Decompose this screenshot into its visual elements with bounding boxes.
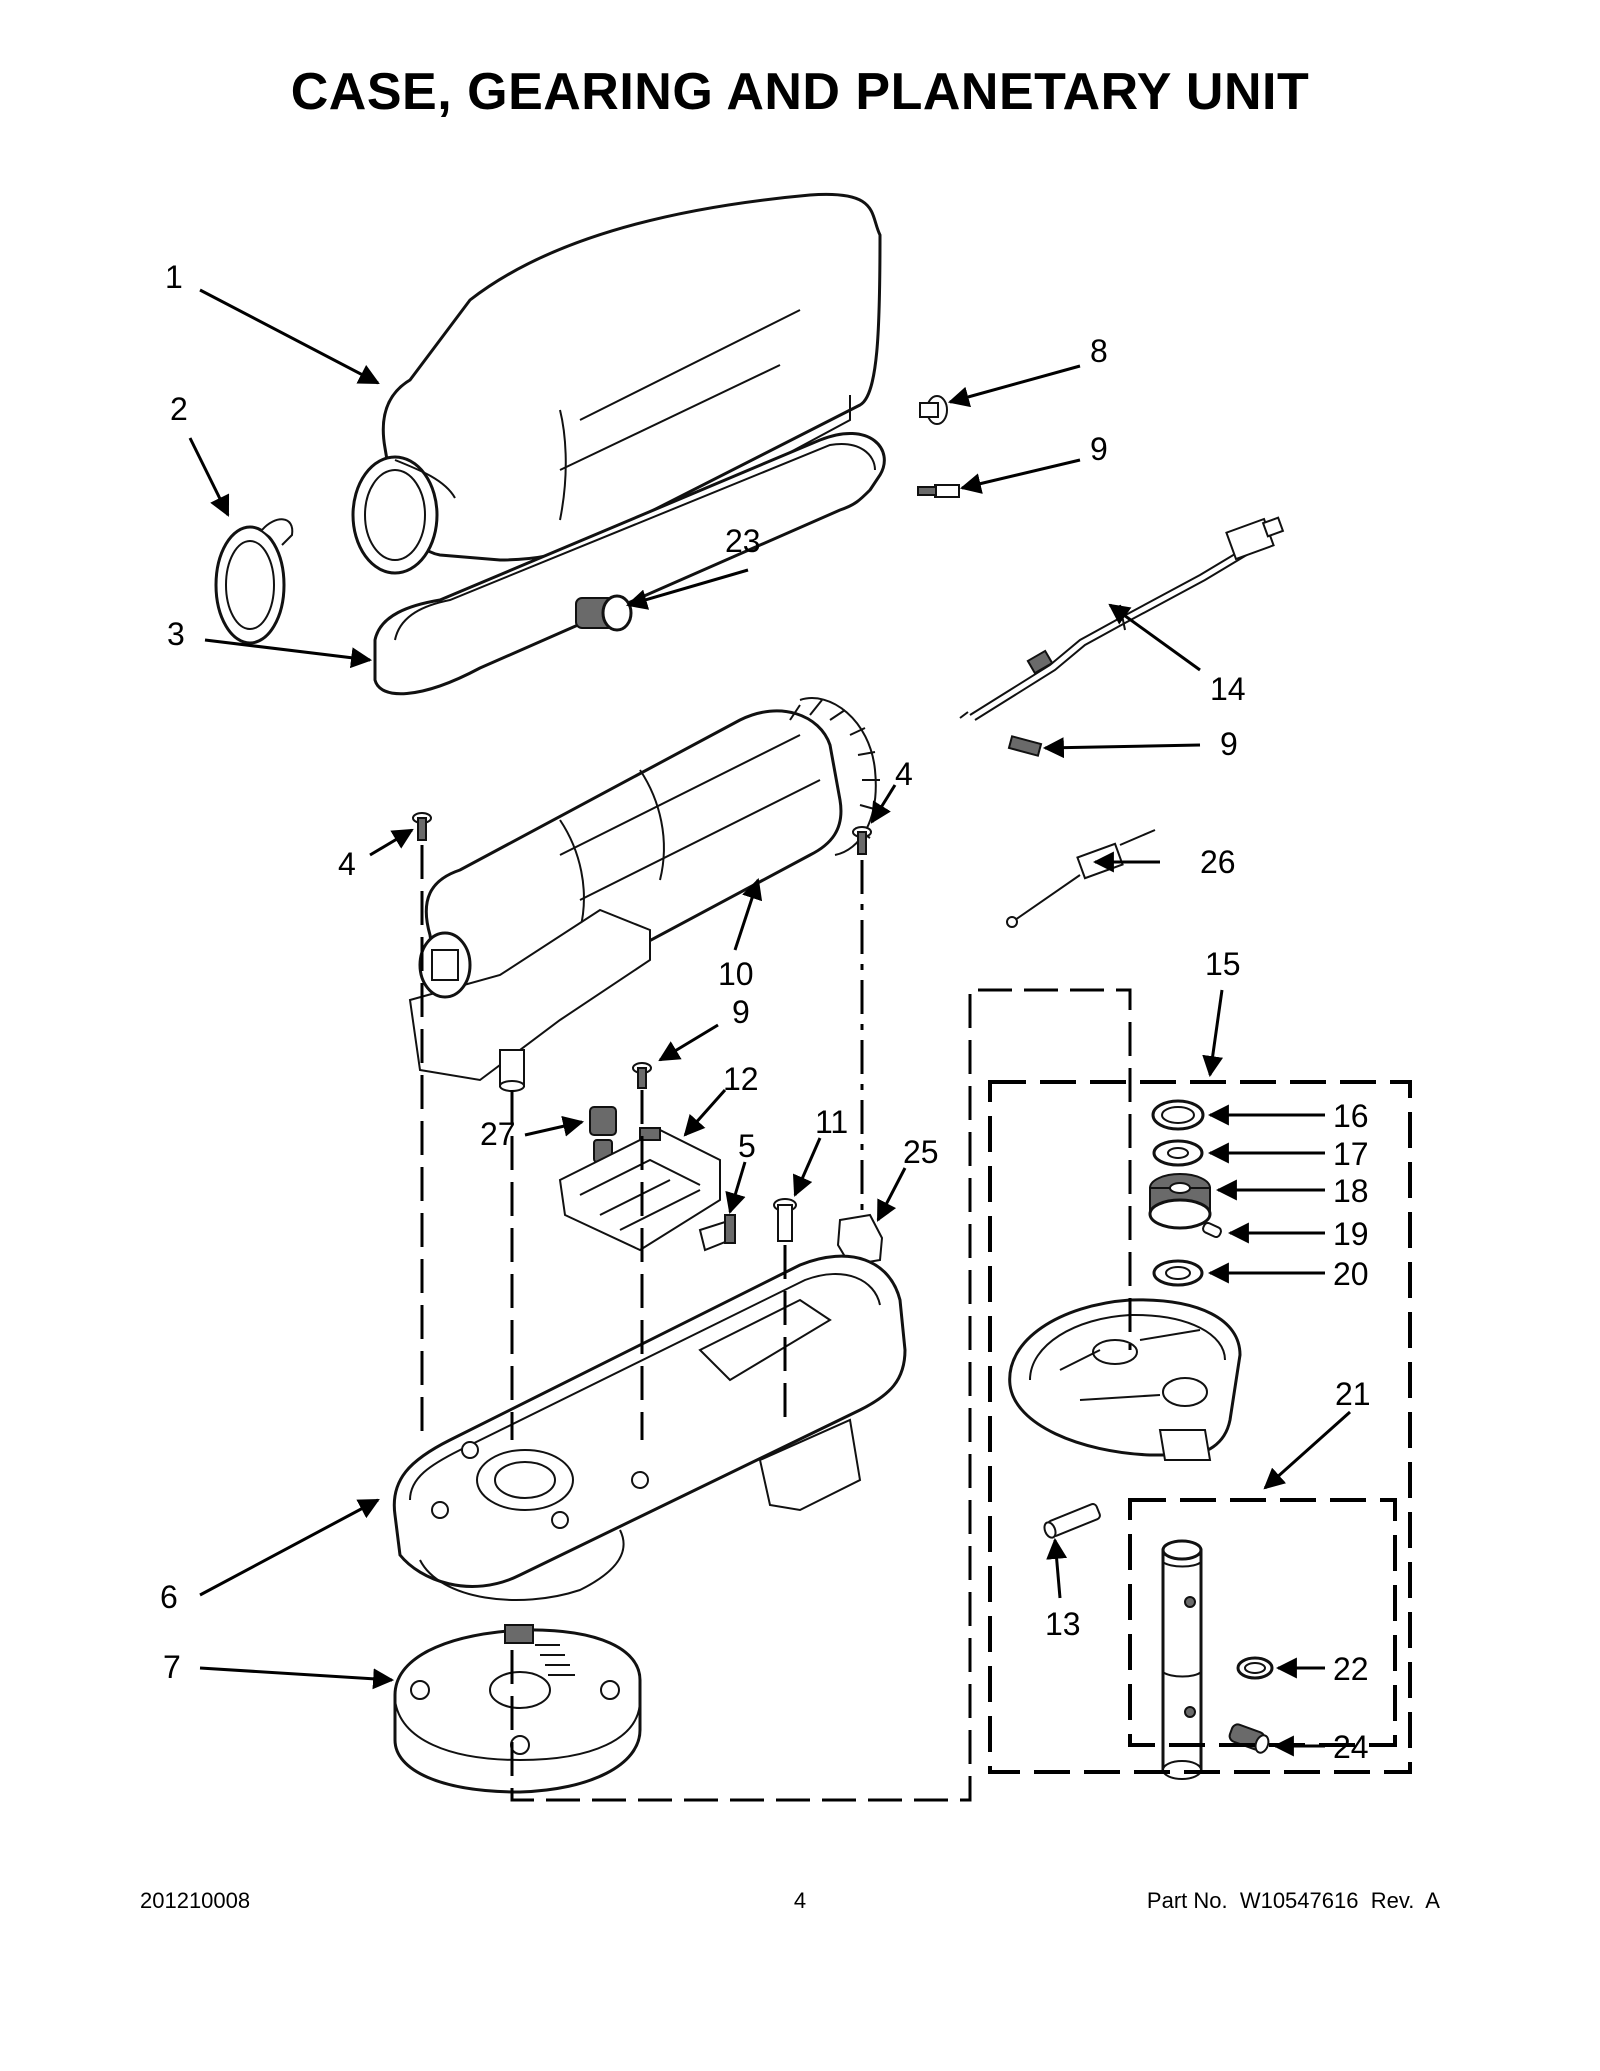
callout-24: 24 xyxy=(1333,1729,1369,1765)
wing-screw-part xyxy=(698,1214,736,1252)
pin-13-part xyxy=(1043,1503,1101,1539)
washer-20-part xyxy=(1152,1259,1204,1287)
callout-4a: 4 xyxy=(338,846,356,882)
callout-27: 27 xyxy=(480,1116,516,1152)
screw-9a-part xyxy=(917,484,960,498)
motor-assembly-part xyxy=(408,697,880,1092)
wire-connector-part xyxy=(1006,829,1156,928)
screw-9c-part xyxy=(632,1062,652,1089)
gear-case-part xyxy=(392,1254,907,1601)
callout-2: 2 xyxy=(170,391,188,427)
clip-25-part xyxy=(836,1213,884,1267)
callout-15: 15 xyxy=(1205,946,1241,982)
callout-25: 25 xyxy=(903,1134,939,1170)
beater-shaft-part xyxy=(1161,1539,1203,1780)
planetary-assembly-box xyxy=(988,1080,1412,1774)
callout-26: 26 xyxy=(1200,844,1236,880)
callout-7: 7 xyxy=(163,1649,181,1685)
callout-20: 20 xyxy=(1333,1256,1369,1292)
callout-23: 23 xyxy=(725,523,761,559)
page-title: CASE, GEARING AND PLANETARY UNIT xyxy=(290,63,1310,121)
washer-17-part xyxy=(1152,1139,1204,1167)
callout-18: 18 xyxy=(1333,1173,1369,1209)
callout-19: 19 xyxy=(1333,1216,1369,1252)
callout-13: 13 xyxy=(1045,1606,1081,1642)
callout-1: 1 xyxy=(165,259,183,295)
pin-24-part xyxy=(1228,1723,1270,1754)
callout-17: 17 xyxy=(1333,1136,1369,1172)
callout-10: 10 xyxy=(718,956,754,992)
gear-18-part xyxy=(1148,1173,1212,1230)
callout-5: 5 xyxy=(738,1128,756,1164)
callout-9c: 9 xyxy=(732,994,750,1030)
callout-8: 8 xyxy=(1090,333,1108,369)
callout-3: 3 xyxy=(167,616,185,652)
callout-labels: 1 2 3 23 8 9 14 9 26 4 4 10 15 9 12 27 1… xyxy=(160,259,1371,1765)
motor-housing-part xyxy=(351,192,882,575)
retaining-ring-16-part xyxy=(1151,1099,1205,1131)
knob-screw-part xyxy=(575,594,633,632)
callout-12: 12 xyxy=(723,1061,759,1097)
control-plate-part xyxy=(558,1127,721,1252)
planetary-unit-part xyxy=(1008,1298,1242,1461)
speed-control-part xyxy=(589,1106,617,1163)
callout-21: 21 xyxy=(1335,1376,1371,1412)
power-cord-part xyxy=(959,516,1285,721)
trim-band-part xyxy=(373,432,886,696)
page-number: 4 xyxy=(793,1888,807,1913)
screw-9b-part xyxy=(1007,735,1043,757)
callout-4b: 4 xyxy=(895,756,913,792)
callout-22: 22 xyxy=(1333,1651,1369,1687)
pin-19-part xyxy=(1202,1221,1222,1239)
callout-6: 6 xyxy=(160,1579,178,1615)
callout-16: 16 xyxy=(1333,1098,1369,1134)
screw-11-part xyxy=(773,1198,797,1242)
callout-14: 14 xyxy=(1210,671,1246,707)
document-number: 201210008 xyxy=(140,1888,251,1913)
callout-9b: 9 xyxy=(1220,726,1238,762)
shaft-assembly-box xyxy=(1128,1498,1397,1747)
hub-cover-part xyxy=(214,518,294,645)
part-number: Part No. W10547616 Rev. A xyxy=(1146,1888,1440,1913)
callout-9a: 9 xyxy=(1090,431,1108,467)
screw-4b-part xyxy=(852,826,872,855)
screw-4a-part xyxy=(412,812,432,841)
gear-housing-part xyxy=(393,1624,642,1794)
assembly-lines xyxy=(420,845,1132,1802)
leader-lines xyxy=(188,288,1351,1757)
callout-11: 11 xyxy=(815,1104,848,1140)
retaining-ring-22-part xyxy=(1236,1656,1274,1680)
screw-8-part xyxy=(919,395,948,425)
